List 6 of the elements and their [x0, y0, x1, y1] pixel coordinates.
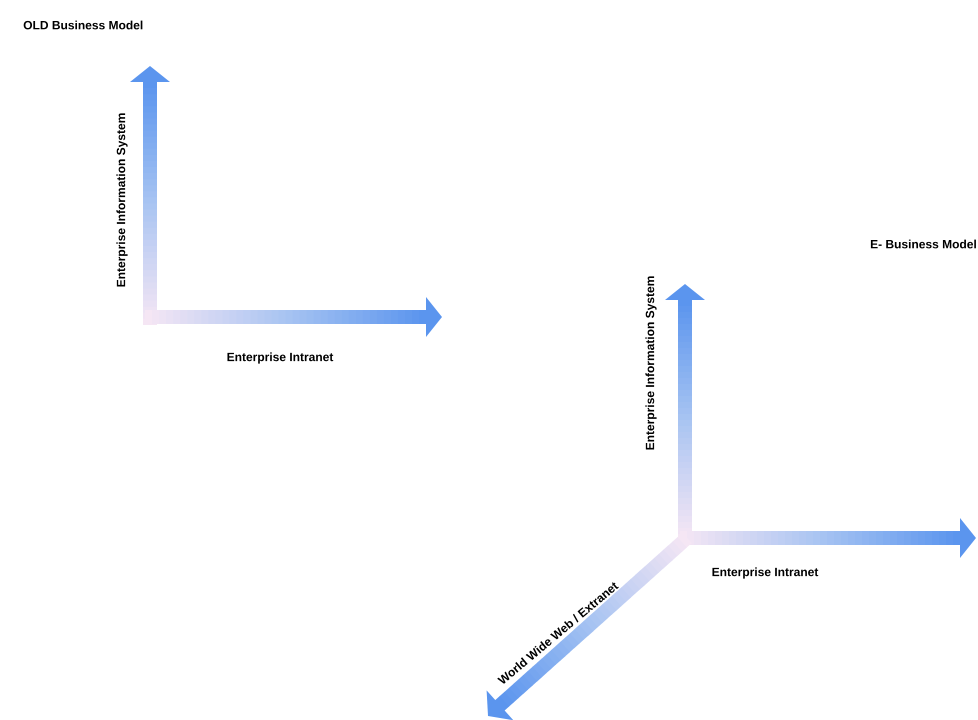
axis-label: Enterprise Information System — [645, 276, 657, 450]
axis-label: Enterprise Intranet — [227, 352, 334, 364]
axis-label: Enterprise Intranet — [712, 567, 818, 579]
axis-label: Enterprise Information System — [116, 113, 128, 287]
model-title: E- Business Model — [870, 240, 976, 248]
model-title: OLD Business Model — [24, 20, 142, 30]
